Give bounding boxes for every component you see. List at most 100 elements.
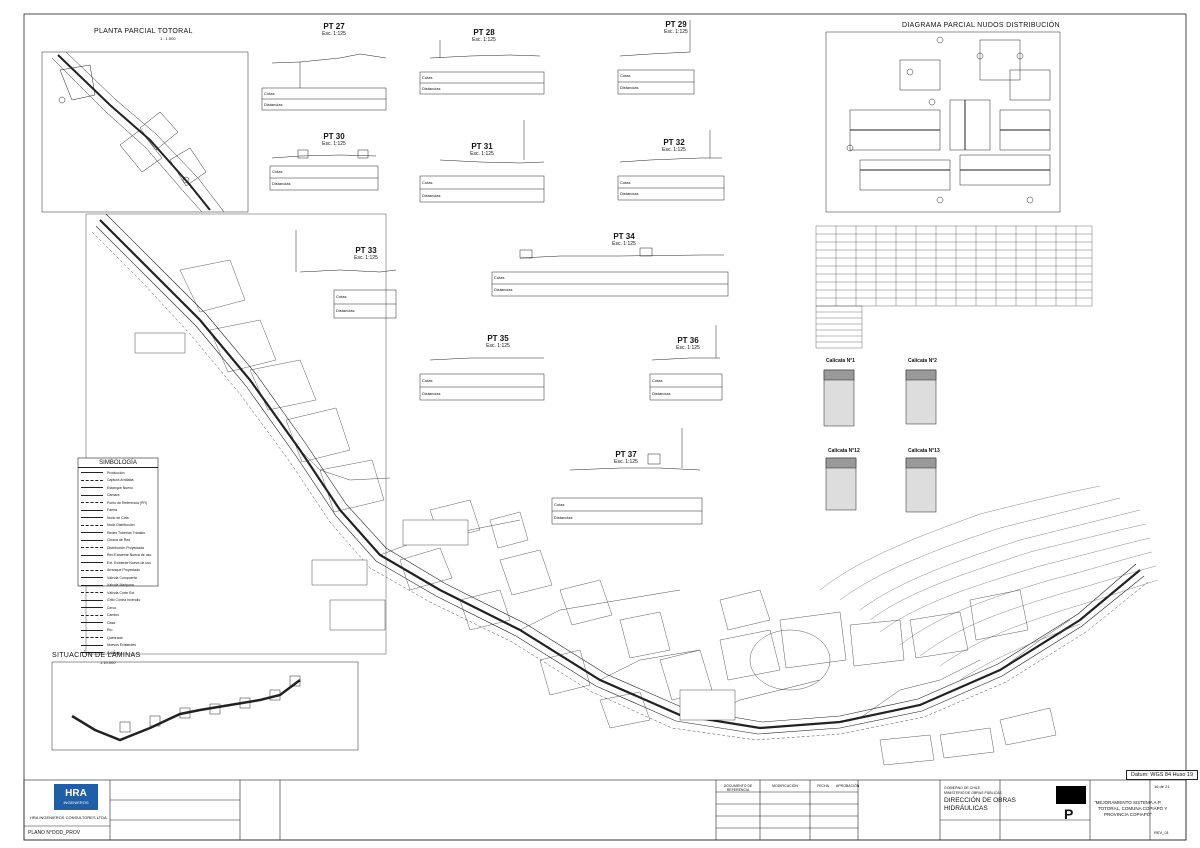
row-label-distancias: Distancias: [554, 515, 573, 520]
sheet-letter: P: [1064, 806, 1074, 822]
col-doc-ref: DOCUMENTO DE REFERENCIA: [723, 784, 753, 792]
row-label-distancias: Distancias: [422, 86, 441, 91]
profile-pt36: PT 36 Esc. 1:125: [668, 336, 708, 351]
row-label-distancias: Distancias: [422, 391, 441, 396]
legend-item: Quebrada: [81, 634, 155, 642]
legend-symbol-icon: [81, 554, 103, 556]
legend-item: Faena: [81, 507, 155, 515]
gov-line-1: GOBIERNO DE CHILE: [944, 786, 980, 790]
legend-item: Punto de Referencia (PR): [81, 499, 155, 507]
row-label-cotas: Cotas: [620, 180, 631, 185]
legend-label: Nuevos Existentes: [107, 643, 136, 648]
profile-pt37: PT 37 Esc. 1:125: [606, 450, 646, 465]
title-black-box: [1056, 786, 1086, 804]
legend-symbol-icon: [81, 472, 103, 474]
legend-item: Nuevos Existentes: [81, 642, 155, 650]
contour-lines: [819, 485, 1159, 681]
planta-scale: 1 : 1.000: [160, 36, 176, 41]
profile-pt34: PT 34 Esc. 1:125: [604, 232, 644, 247]
datum-label: Datum: WGS 84 Huso 19: [1126, 770, 1199, 780]
legend-symbol-icon: [81, 487, 103, 489]
profile-scale: Esc. 1:125: [354, 255, 378, 261]
profile-scale: Esc. 1:125: [614, 459, 638, 465]
profile-title: PT 33: [355, 246, 377, 255]
gov-line-2: MINISTERIO DE OBRAS PÚBLICAS: [944, 791, 1002, 795]
row-label-distancias: Distancias: [272, 181, 291, 186]
legend-item: Cerco: [81, 604, 155, 612]
quantity-table: [815, 225, 1093, 349]
project-line-2: TOTORAL, COMUNA COPIAPÓ Y: [1098, 806, 1168, 811]
calicata-columns: [823, 369, 937, 513]
legend-item: Camino: [81, 612, 155, 620]
legend-label: Nodo Distribución: [107, 523, 135, 528]
row-label-distancias: Distancias: [620, 85, 639, 90]
legend-item: Redes Tuberías Tránsito: [81, 529, 155, 537]
legend-symbol-icon: [81, 592, 103, 594]
legend-symbol-icon: [81, 547, 103, 549]
row-label-cotas: Cotas: [422, 378, 433, 383]
calicata-13-title: Calicata N°13: [908, 448, 940, 454]
row-label-cotas: Cotas: [336, 294, 347, 299]
profile-scale: Esc. 1:125: [664, 29, 688, 35]
row-label-cotas: Cotas: [264, 91, 275, 96]
row-label-distancias: Distancias: [620, 191, 639, 196]
profile-drawings: [261, 20, 729, 525]
legend-label: Punto de Referencia (PR): [107, 500, 148, 505]
profile-pt32: PT 32 Esc. 1:125: [654, 138, 694, 153]
company-logo-sub: INGENIEROS: [63, 800, 89, 805]
legend-title: SIMBOLOGÍA: [78, 459, 158, 468]
situacion-title: SITUACIÓN DE LÁMINAS: [52, 652, 141, 659]
lamina-number: 16 de 21: [1154, 784, 1170, 789]
plano-value: DOD_PROV: [52, 830, 81, 836]
profile-title: PT 36: [677, 336, 699, 345]
calicata-12-title: Calicata N°12: [828, 448, 860, 454]
legend-label: Grifo Contra Incendio: [107, 598, 141, 603]
profile-pt35: PT 35 Esc. 1:125: [478, 334, 518, 349]
legend-symbol-icon: [81, 629, 103, 631]
profile-pt31: PT 31 Esc. 1:125: [462, 142, 502, 157]
company-logo: HRA: [65, 788, 87, 799]
legend-symbol-icon: [81, 509, 103, 511]
profile-scale: Esc. 1:125: [470, 151, 494, 157]
profile-title: PT 35: [487, 334, 509, 343]
legend-item: Estanque Nuevo: [81, 484, 155, 492]
legend-item: Captura Arrdlaba: [81, 477, 155, 485]
profile-pt33: PT 33 Esc. 1:125: [346, 246, 386, 261]
sheet-border: [23, 13, 1187, 841]
planta-parcial-inset: [41, 51, 249, 213]
profile-scale: Esc. 1:125: [612, 241, 636, 247]
profile-scale: Esc. 1:125: [676, 345, 700, 351]
profile-title: PT 34: [613, 232, 635, 241]
profile-scale: Esc. 1:125: [486, 343, 510, 349]
project-line-3: PROVINCIA COPIAPÓ": [1104, 812, 1152, 817]
plano-label: PLANO N°: [28, 830, 52, 836]
legend-symbol-icon: [81, 524, 103, 526]
legend-label: Ext. Existente Nueva de uso: [107, 560, 151, 565]
legend-label: Producción: [107, 470, 125, 475]
legend-symbol-icon: [81, 622, 103, 624]
row-label-cotas: Cotas: [620, 73, 631, 78]
situacion-scale: 1:10.000: [100, 660, 116, 665]
profile-pt28: PT 28 Esc. 1:125: [464, 28, 504, 43]
col-modificacion: MODIFICACIÓN: [772, 784, 798, 788]
profile-title: PT 27: [323, 22, 345, 31]
profile-scale: Esc. 1:125: [472, 37, 496, 43]
row-label-cotas: Cotas: [494, 275, 505, 280]
legend-label: Faena: [107, 508, 117, 513]
legend-symbol-icon: [81, 614, 103, 616]
legend-label: Casa: [107, 620, 116, 625]
legend-item: Válvula Mariposa: [81, 582, 155, 590]
profile-title: PT 28: [473, 28, 495, 37]
legend-item: Válvula Corte Ext.: [81, 589, 155, 597]
profile-pt29: PT 29 Esc. 1:125: [656, 20, 696, 35]
legend-label: Válvula Mariposa: [107, 583, 134, 588]
profile-title: PT 31: [471, 142, 493, 151]
legend-item: Calicata: [81, 649, 155, 657]
legend-item: Arranque Proyectado: [81, 567, 155, 575]
legend-symbol-icon: [81, 637, 103, 639]
situacion-map: [51, 661, 359, 751]
legend-label: Nodo de Cota: [107, 515, 129, 520]
legend-symbol-icon: [81, 479, 103, 481]
parcels: [179, 259, 1057, 766]
legend-label: Camino: [107, 613, 120, 618]
